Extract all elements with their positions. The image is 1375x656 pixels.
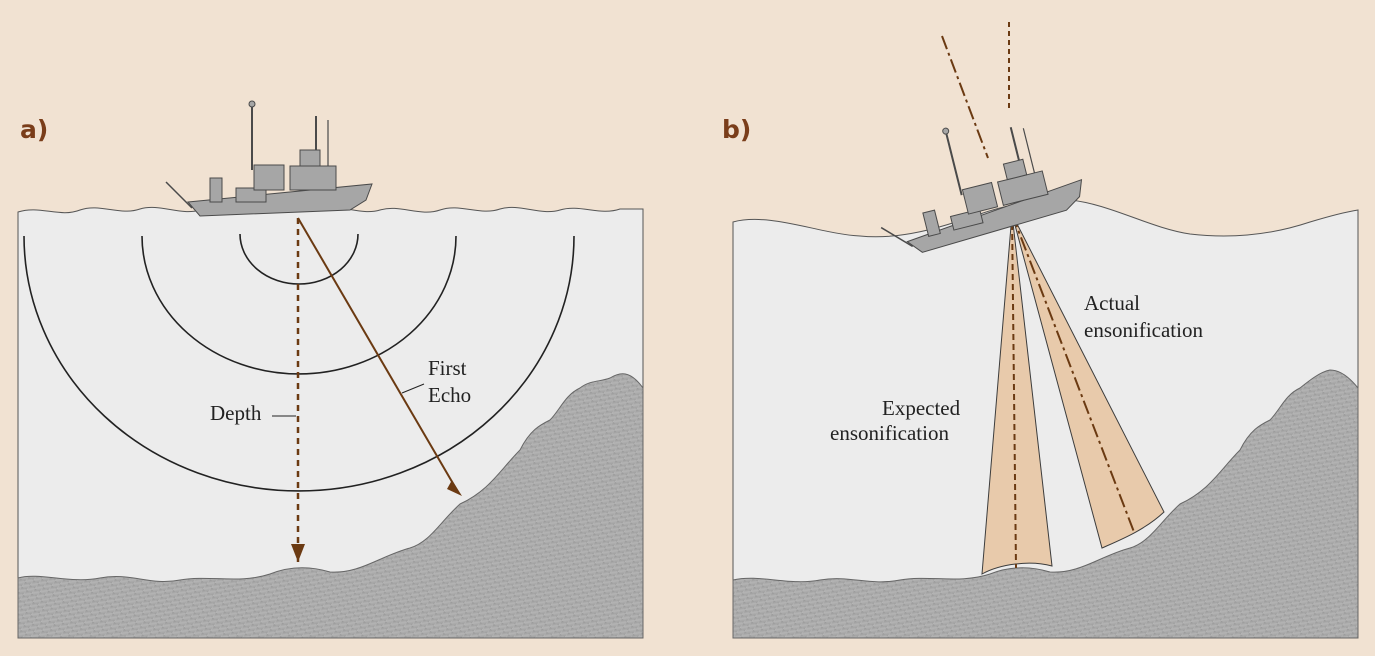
panel-b-seabed xyxy=(732,369,1359,639)
panel-a: a) Dep xyxy=(17,100,644,639)
first-echo-ray xyxy=(297,217,459,493)
depth-label: Depth xyxy=(210,401,262,425)
panel-a-ship xyxy=(165,100,373,217)
panel-a-label: a) xyxy=(20,115,48,144)
first-echo-arrowhead xyxy=(447,480,462,496)
actual-label-line2: ensonification xyxy=(1084,318,1203,342)
actual-label-line1: Actual xyxy=(1084,291,1140,315)
panel-b: b) Actual ensonificatio xyxy=(722,22,1359,639)
wavefront-1 xyxy=(239,233,359,285)
panel-b-ship xyxy=(880,127,1083,253)
panel-b-label: b) xyxy=(722,115,751,144)
expected-label-line1: Expected xyxy=(882,396,961,420)
wavefront-3 xyxy=(23,235,575,492)
depth-arrowhead xyxy=(291,544,305,562)
actual-beam-axis xyxy=(1011,213,1135,533)
expected-label-line2: ensonification xyxy=(830,421,949,445)
panel-a-seabed xyxy=(17,373,644,639)
first-echo-label-line1: First xyxy=(428,356,467,380)
first-echo-label-line2: Echo xyxy=(428,383,471,407)
actual-ensonification-beam xyxy=(1011,213,1165,549)
first-echo-leader xyxy=(401,383,425,394)
expected-beam-axis xyxy=(1011,213,1017,569)
tilted-reference-line xyxy=(941,35,989,159)
